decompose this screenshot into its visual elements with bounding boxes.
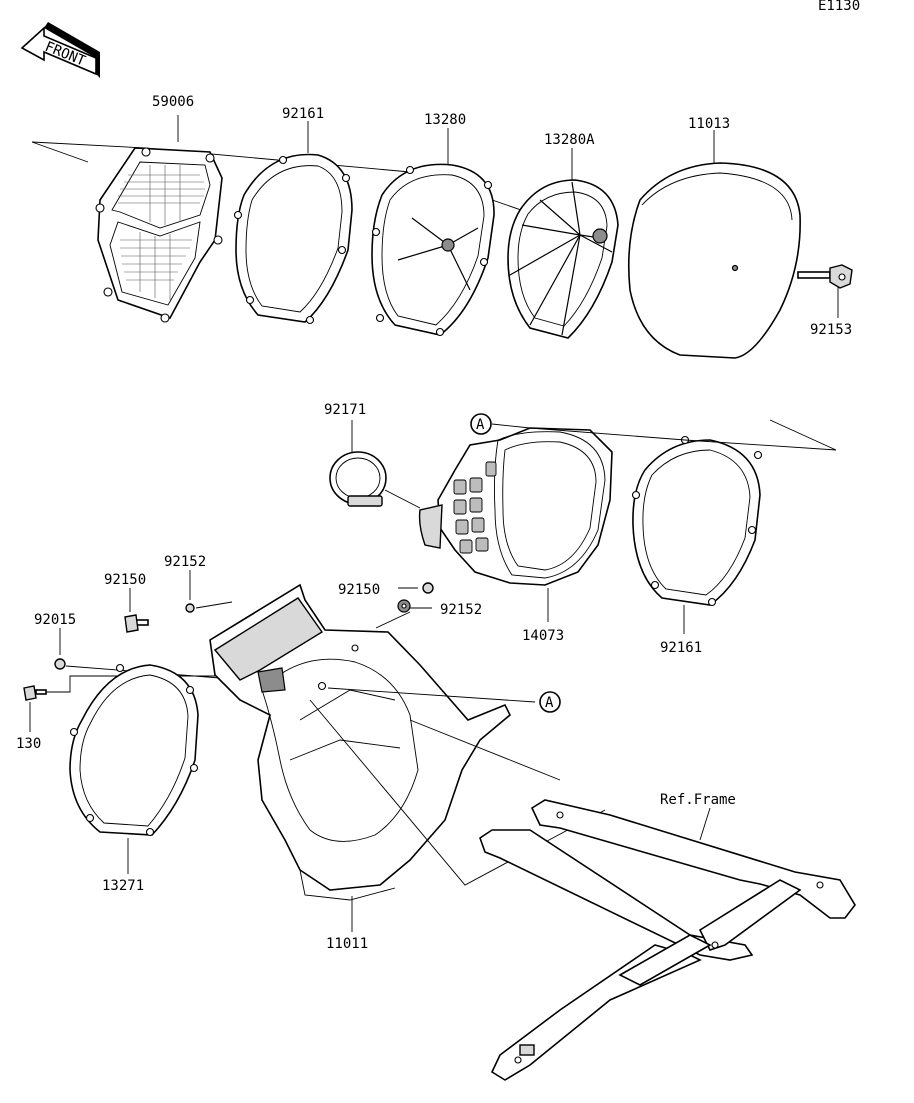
filter-holder-13280: [371, 163, 495, 337]
callout-a-bottom-label: A: [545, 695, 554, 711]
callout-a-bottom: A: [539, 691, 561, 713]
part-label-59006: 59006: [152, 94, 194, 110]
part-label-92171: 92171: [324, 402, 366, 418]
frame-ref: [479, 799, 856, 1081]
leader-lines-mid: [375, 419, 837, 629]
part-label-11013: 11013: [688, 116, 730, 132]
clamp-92171: [329, 420, 421, 509]
washer-92152-left: [185, 570, 233, 613]
fastener-92152-mid: [397, 599, 411, 613]
part-label-13280a: 13280A: [544, 132, 595, 148]
part-label-92153: 92153: [810, 322, 852, 338]
part-label-92161-top: 92161: [282, 106, 324, 122]
intake-duct-14073: [418, 427, 613, 622]
part-label-14073: 14073: [522, 628, 564, 644]
air-filter-11013: [627, 162, 801, 359]
part-label-92015: 92015: [34, 612, 76, 628]
bolt-92153: [797, 264, 853, 289]
gasket-13271: [69, 663, 199, 874]
part-label-13271: 13271: [102, 878, 144, 894]
fastener-92150-mid: [422, 582, 434, 594]
gasket-92161-top: [233, 153, 353, 325]
part-label-92150-mid: 92150: [338, 582, 380, 598]
filter-cage-13280a: [507, 179, 619, 339]
part-label-130: 130: [16, 736, 41, 752]
part-label-92152-left: 92152: [164, 554, 206, 570]
part-label-92152-mid: 92152: [440, 602, 482, 618]
part-label-92150-left: 92150: [104, 572, 146, 588]
screen-59006: [95, 147, 223, 323]
ref-frame-label: Ref.Frame: [660, 792, 736, 808]
bolt-92150-left: [124, 588, 149, 633]
part-label-11011: 11011: [326, 936, 368, 952]
callout-a-top-label: A: [476, 417, 485, 433]
front-arrow-icon: FRONT: [20, 22, 100, 78]
part-label-92161-mid: 92161: [660, 640, 702, 656]
gasket-92161-mid: [631, 435, 763, 634]
part-label-13280: 13280: [424, 112, 466, 128]
air-box-11011: [209, 583, 606, 932]
page-code: E1130: [818, 0, 860, 14]
callout-a-top: A: [470, 413, 492, 435]
